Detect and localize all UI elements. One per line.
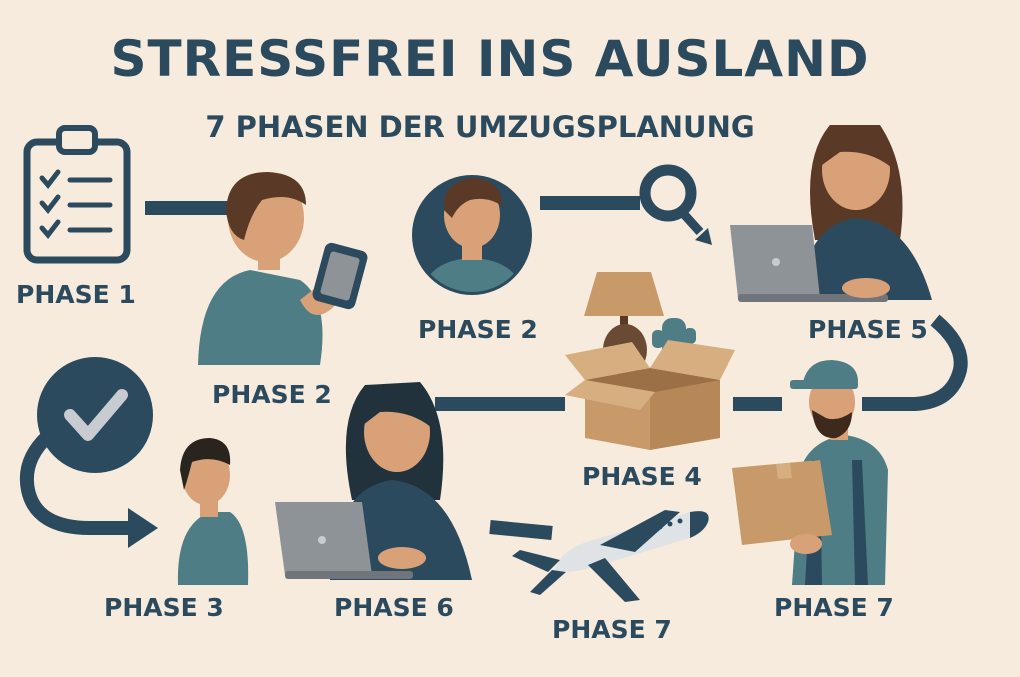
connector-to-plane <box>489 520 553 540</box>
person-standing-illustration <box>177 438 249 585</box>
moving-box-illustration <box>565 272 735 450</box>
phase-label: PHASE 3 <box>104 593 224 622</box>
mover-carrying-box-illustration <box>732 360 888 585</box>
search-icon <box>639 164 712 245</box>
phase-label: PHASE 2 <box>418 315 538 344</box>
phase-label: PHASE 1 <box>16 280 136 309</box>
phase-label: PHASE 7 <box>552 615 672 644</box>
phase-label: PHASE 7 <box>774 593 894 622</box>
clipboard-checklist-icon <box>23 125 131 264</box>
page-title: STRESSFREI INS AUSLAND <box>110 30 870 88</box>
airplane-icon <box>512 510 709 602</box>
connector-curve-left <box>20 430 140 535</box>
page-subtitle: 7 PHASEN DER UMZUGSPLANUNG <box>205 110 755 144</box>
woman-with-laptop-illustration-top <box>730 125 932 302</box>
phase-label: PHASE 6 <box>334 593 454 622</box>
phase-label: PHASE 2 <box>212 380 332 409</box>
woman-with-laptop-illustration-bottom <box>275 382 472 580</box>
connector-curve-right <box>862 314 968 411</box>
check-circle-icon <box>37 357 153 473</box>
person-portrait-circle-icon <box>412 175 532 295</box>
phase-label: PHASE 5 <box>808 315 928 344</box>
connector-lines <box>20 196 968 540</box>
phase-label: PHASE 4 <box>582 462 702 491</box>
man-with-phone-illustration <box>198 172 368 365</box>
arrowhead-left-icon <box>128 508 158 548</box>
